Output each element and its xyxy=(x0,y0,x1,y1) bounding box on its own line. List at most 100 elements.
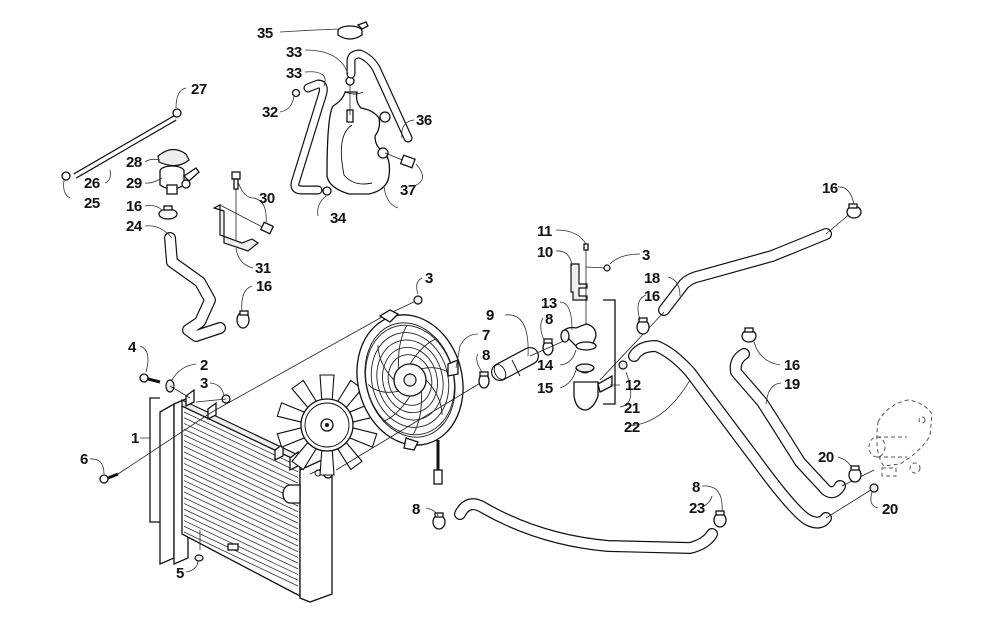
clamp-8-thermo xyxy=(542,338,554,356)
clamp-26-icon xyxy=(172,108,182,118)
callout-12: 11 xyxy=(537,223,552,240)
radiator-fin xyxy=(183,463,299,518)
nut-3-thermo-icon xyxy=(603,264,611,272)
fan-shroud xyxy=(356,309,464,485)
callout-33-top: 33 xyxy=(286,44,302,61)
callout-18: 19 xyxy=(784,376,800,393)
radiator-fin xyxy=(183,508,299,564)
callout-16-hose17: 16 xyxy=(644,288,660,305)
callout-8-hose22-left: 8 xyxy=(412,501,420,518)
clamp-16-hose17-upper xyxy=(846,203,862,219)
radiator-fin xyxy=(183,417,299,473)
fan-grille-spoke xyxy=(413,391,422,435)
callout-10: 10 xyxy=(537,244,553,261)
callout-3-radiator: 3 xyxy=(200,375,208,392)
vent-hose-32 xyxy=(290,79,332,196)
callout-32: 33 xyxy=(286,65,302,82)
callout-1: 1 xyxy=(131,430,139,447)
callout-28: 29 xyxy=(126,175,142,192)
radiator-fin xyxy=(183,428,299,484)
thermostat-bracket-10 xyxy=(570,243,611,326)
radiator-fin xyxy=(183,503,299,558)
callout-8-fan: 8 xyxy=(482,347,490,364)
radiator-fin xyxy=(183,480,299,535)
callout-21: 22 xyxy=(624,419,640,436)
callout-31: 32 xyxy=(262,104,278,121)
clamp-8-fan xyxy=(478,371,490,389)
hose-22 xyxy=(454,498,718,554)
callout-23: 24 xyxy=(126,218,143,235)
callout-6: 6 xyxy=(80,451,88,468)
hose-17 xyxy=(658,228,832,316)
cap-27-icon xyxy=(157,148,190,167)
clamp-16-hose23 xyxy=(236,310,250,329)
fan-grille-spoke xyxy=(377,345,395,381)
radiator-fin xyxy=(183,514,299,570)
hose-9 xyxy=(491,347,539,381)
callout-34: 35 xyxy=(257,25,273,42)
bracket-1 xyxy=(149,397,160,523)
callout-24: 25 xyxy=(84,195,100,212)
fan-grille-ring xyxy=(382,346,438,414)
clamp-20-thermo-icon xyxy=(618,360,628,370)
radiator-fin xyxy=(183,531,299,587)
callout-19: 20 xyxy=(818,449,834,466)
radiator-fin xyxy=(183,497,299,553)
radiator-fin xyxy=(183,474,299,530)
callout-11: 12 xyxy=(625,377,641,394)
callout-7: 7 xyxy=(482,327,490,344)
radiator-fin xyxy=(183,525,299,581)
callout-16-hose18: 16 xyxy=(784,357,800,374)
radiator-fin xyxy=(183,445,299,501)
bolt-6 xyxy=(99,472,119,484)
callout-3-thermo: 3 xyxy=(642,247,650,264)
callout-16-top-right: 16 xyxy=(822,180,838,197)
callout-2: 2 xyxy=(200,357,208,374)
clamp-19 xyxy=(848,465,862,483)
bolt-29-side-icon xyxy=(259,221,275,235)
callout-30: 31 xyxy=(255,260,271,277)
thermostat-15 xyxy=(573,363,613,411)
callout-14: 14 xyxy=(537,357,554,374)
callout-9: 9 xyxy=(486,307,494,324)
hose-23 xyxy=(164,232,226,342)
radiator-fin xyxy=(183,491,299,547)
bolt-36 xyxy=(384,152,416,169)
radiator-cap-assembly xyxy=(157,148,200,195)
clamp-20-pump-icon xyxy=(869,483,879,493)
fan-grille-ring xyxy=(370,332,450,428)
callout-8-hose22-right: 8 xyxy=(692,479,700,496)
overflow-hose-35 xyxy=(346,49,413,143)
fan-connector-icon xyxy=(433,469,443,485)
radiator-fin xyxy=(183,451,299,507)
hose-18 xyxy=(729,348,846,499)
callout-20-pump: 20 xyxy=(882,501,898,518)
callout-36: 37 xyxy=(400,182,416,199)
callout-22: 23 xyxy=(689,500,705,517)
callout-29: 30 xyxy=(259,190,275,207)
clamp-33-bottom-icon xyxy=(322,186,332,196)
radiator-fins xyxy=(183,411,299,587)
clamp-16-hose17-lower xyxy=(636,317,650,335)
fan-grille-spoke xyxy=(367,384,399,393)
radiator-fin xyxy=(183,440,299,495)
hose-21 xyxy=(628,340,832,529)
clamp-8-hose22-left xyxy=(432,512,446,530)
clamp-16-hose18 xyxy=(741,327,757,343)
clamp-8-hose22-right xyxy=(713,510,727,528)
callout-20-thermo: 21 xyxy=(624,400,640,417)
callout-15: 15 xyxy=(537,380,553,397)
gasket-14-icon xyxy=(575,341,597,351)
callout-3-fan: 3 xyxy=(425,270,433,287)
callout-16-cap: 16 xyxy=(126,198,142,215)
water-pump-housing xyxy=(868,399,933,477)
clamp-16-upper xyxy=(158,205,178,220)
callout-5: 5 xyxy=(176,565,184,582)
nut-3-fan-icon xyxy=(413,295,423,305)
fan-grille-spoke xyxy=(425,379,443,415)
callout-35: 36 xyxy=(416,112,432,129)
bolt-12-icon xyxy=(583,243,589,251)
clamp-24-icon xyxy=(61,171,71,181)
callout-16-hose23: 16 xyxy=(256,278,272,295)
